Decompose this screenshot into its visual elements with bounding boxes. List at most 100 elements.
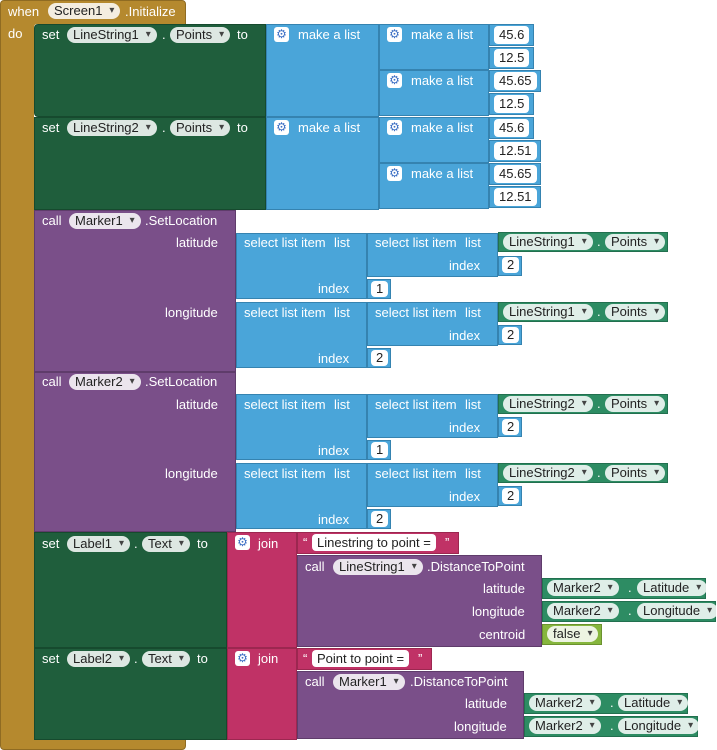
gear-icon[interactable]: ⚙ bbox=[387, 120, 402, 135]
property-dropdown[interactable]: Longitude bbox=[618, 718, 700, 734]
index-label: index bbox=[449, 489, 481, 504]
property-dropdown[interactable]: Latitude bbox=[618, 695, 689, 711]
longitude-label: longitude bbox=[165, 466, 218, 481]
component-dropdown[interactable]: LineString2 bbox=[503, 396, 593, 412]
points-property-dropdown[interactable]: Points bbox=[170, 120, 231, 136]
dot-separator: . bbox=[597, 396, 601, 411]
component-dropdown[interactable]: Marker2 bbox=[529, 718, 601, 734]
property-dropdown[interactable]: Points bbox=[605, 396, 666, 412]
set-label2-text-block[interactable] bbox=[34, 648, 227, 740]
component-dropdown[interactable]: LineString1 bbox=[503, 234, 593, 250]
gear-icon[interactable]: ⚙ bbox=[274, 120, 289, 135]
label2-component-dropdown[interactable]: Label2 bbox=[67, 651, 131, 667]
make-list-inner-2b[interactable] bbox=[379, 163, 489, 209]
select-list-item-outer[interactable] bbox=[236, 394, 367, 460]
property-dropdown[interactable]: Longitude bbox=[637, 603, 717, 619]
component-dropdown[interactable]: Marker2 bbox=[547, 580, 619, 596]
dot-separator: . bbox=[134, 651, 138, 666]
component-dropdown[interactable]: LineString2 bbox=[503, 465, 593, 481]
property-dropdown[interactable]: Latitude bbox=[637, 580, 708, 596]
text-string-field[interactable]: Point to point = bbox=[312, 650, 410, 667]
index-field[interactable]: 2 bbox=[371, 511, 389, 527]
index-field[interactable]: 1 bbox=[371, 281, 389, 297]
marker1-component-dropdown[interactable]: Marker1 bbox=[69, 213, 141, 229]
select-list-item-inner[interactable] bbox=[367, 302, 498, 346]
marker1-component-dropdown[interactable]: Marker1 bbox=[333, 674, 405, 690]
index-label: index bbox=[449, 328, 481, 343]
select-list-item-outer[interactable] bbox=[236, 302, 367, 368]
select-list-item-inner[interactable] bbox=[367, 463, 498, 507]
select-list-item-inner[interactable] bbox=[367, 233, 498, 277]
dot-separator: . bbox=[628, 603, 632, 618]
number-field[interactable]: 45.65 bbox=[494, 72, 537, 90]
dot-separator: . bbox=[597, 234, 601, 249]
list-label: list bbox=[465, 397, 481, 412]
linestring1-component-dropdown[interactable]: LineString1 bbox=[67, 27, 157, 43]
index-field[interactable]: 2 bbox=[502, 257, 520, 273]
set-keyword: set bbox=[42, 120, 60, 135]
number-field[interactable]: 12.51 bbox=[494, 188, 537, 206]
linestring1-component-dropdown[interactable]: LineString1 bbox=[333, 559, 423, 575]
select-list-item-label: select list item bbox=[244, 305, 326, 320]
method-name: .DistanceToPoint bbox=[410, 674, 508, 689]
select-list-item-outer[interactable] bbox=[236, 233, 367, 299]
text-property-dropdown[interactable]: Text bbox=[142, 651, 190, 667]
index-field[interactable]: 2 bbox=[502, 419, 520, 435]
latitude-label: latitude bbox=[176, 397, 218, 412]
index-field[interactable]: 2 bbox=[502, 327, 520, 343]
call-marker1-setlocation-block[interactable] bbox=[34, 210, 236, 372]
number-field[interactable]: 12.51 bbox=[494, 142, 537, 160]
property-dropdown[interactable]: Points bbox=[605, 304, 666, 320]
index-field[interactable]: 2 bbox=[371, 350, 389, 366]
call-keyword: call bbox=[305, 559, 325, 574]
gear-icon[interactable]: ⚙ bbox=[387, 166, 402, 181]
close-quote: ” bbox=[418, 651, 423, 666]
longitude-label: longitude bbox=[472, 604, 525, 619]
label1-component-dropdown[interactable]: Label1 bbox=[67, 536, 131, 552]
latitude-label: latitude bbox=[465, 696, 507, 711]
text-property-dropdown[interactable]: Text bbox=[142, 536, 190, 552]
index-field[interactable]: 2 bbox=[502, 488, 520, 504]
join-block[interactable] bbox=[227, 532, 297, 648]
when-keyword: when bbox=[8, 4, 40, 19]
text-string-field[interactable]: Linestring to point = bbox=[312, 534, 436, 551]
make-list-label: make a list bbox=[411, 27, 474, 42]
marker2-component-dropdown[interactable]: Marker2 bbox=[69, 374, 141, 390]
dot-separator: . bbox=[134, 536, 138, 551]
number-field[interactable]: 45.65 bbox=[494, 165, 537, 183]
select-list-item-inner[interactable] bbox=[367, 394, 498, 438]
component-dropdown[interactable]: Marker2 bbox=[529, 695, 601, 711]
make-list-label: make a list bbox=[411, 166, 474, 181]
number-field[interactable]: 45.6 bbox=[494, 119, 530, 137]
list-label: list bbox=[465, 305, 481, 320]
event-name: .Initialize bbox=[125, 4, 176, 19]
set-label1-text-block[interactable] bbox=[34, 532, 227, 648]
index-field[interactable]: 1 bbox=[371, 442, 389, 458]
gear-icon[interactable]: ⚙ bbox=[235, 535, 250, 550]
linestring2-component-dropdown[interactable]: LineString2 bbox=[67, 120, 157, 136]
select-list-item-outer[interactable] bbox=[236, 463, 367, 529]
number-field[interactable]: 45.6 bbox=[494, 26, 530, 44]
points-property-dropdown[interactable]: Points bbox=[170, 27, 231, 43]
dot-separator: . bbox=[162, 27, 166, 42]
longitude-label: longitude bbox=[165, 305, 218, 320]
list-label: list bbox=[334, 466, 350, 481]
gear-icon[interactable]: ⚙ bbox=[387, 73, 402, 88]
make-list-label: make a list bbox=[298, 120, 361, 135]
component-dropdown[interactable]: Marker2 bbox=[547, 603, 619, 619]
gear-icon[interactable]: ⚙ bbox=[235, 651, 250, 666]
make-list-label: make a list bbox=[411, 73, 474, 88]
call-marker2-setlocation-block[interactable] bbox=[34, 372, 236, 532]
index-label: index bbox=[318, 443, 350, 458]
gear-icon[interactable]: ⚙ bbox=[274, 27, 289, 42]
component-dropdown[interactable]: LineString1 bbox=[503, 304, 593, 320]
screen-component-dropdown[interactable]: Screen1 bbox=[48, 3, 121, 19]
gear-icon[interactable]: ⚙ bbox=[387, 27, 402, 42]
method-name: .SetLocation bbox=[145, 213, 218, 228]
dot-separator: . bbox=[162, 120, 166, 135]
number-field[interactable]: 12.5 bbox=[494, 49, 530, 67]
boolean-dropdown[interactable]: false bbox=[547, 626, 599, 642]
property-dropdown[interactable]: Points bbox=[605, 465, 666, 481]
property-dropdown[interactable]: Points bbox=[605, 234, 666, 250]
number-field[interactable]: 12.5 bbox=[494, 95, 530, 113]
